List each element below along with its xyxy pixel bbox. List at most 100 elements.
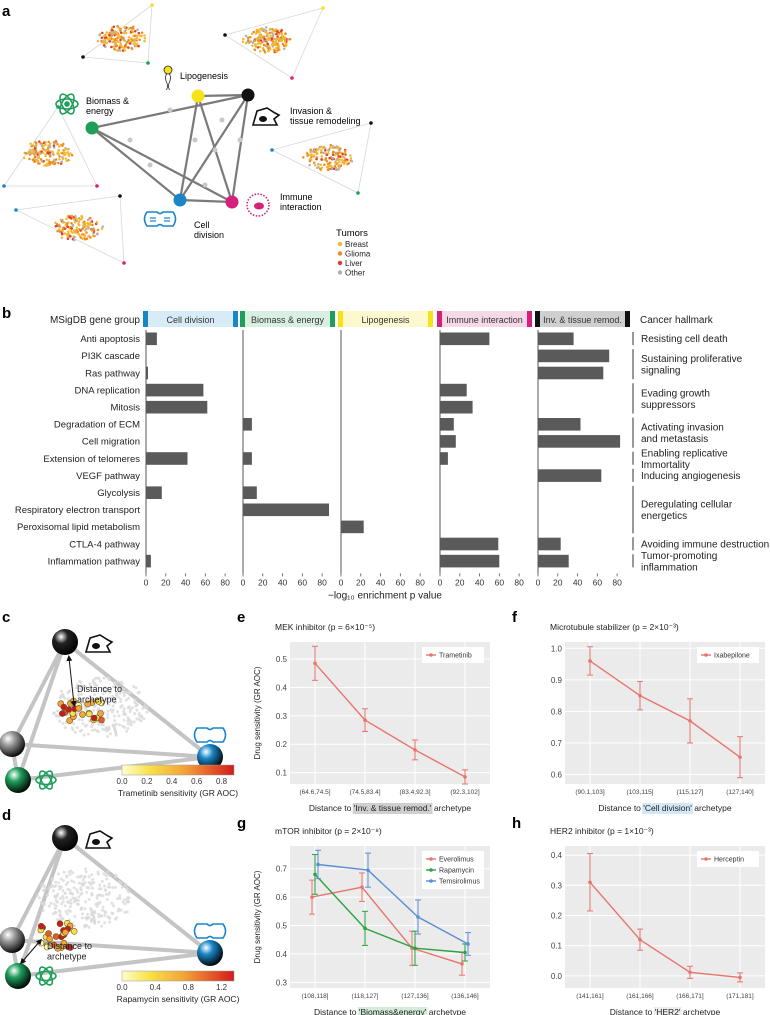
y-tick-label: 0.2 [276, 740, 288, 749]
tumor-point [35, 141, 38, 145]
tumor-point [313, 161, 316, 164]
x-axis-label-suffix: archetype [426, 1007, 466, 1015]
cell-line-point [96, 730, 100, 733]
cell-line-point [109, 732, 112, 736]
tumor-point [45, 158, 48, 161]
x-tick-label: 20 [553, 577, 563, 587]
tumor-point [75, 226, 79, 230]
tumor-point [112, 25, 116, 29]
lipogenesis-node [191, 89, 205, 103]
data-point [313, 661, 317, 666]
y-tick-label: 0.1 [276, 769, 288, 778]
tumor-point [48, 161, 52, 165]
cell-line-point [104, 699, 107, 703]
chart-legend: Herceptin [697, 851, 759, 867]
row-label: Mitosis [110, 402, 140, 413]
tumor-point [137, 31, 141, 35]
cell-line-point [118, 723, 122, 727]
cell-line-point [89, 883, 93, 887]
cell-line-point [119, 680, 123, 684]
tumor-point [112, 45, 116, 48]
sensitive-cell-line [56, 920, 64, 928]
cell-line-point [111, 708, 115, 712]
cell-line-point [90, 918, 94, 922]
cell-line-point [117, 714, 121, 718]
tumor-legend-title: Tumors [336, 228, 368, 239]
enrichment-bar [146, 383, 204, 397]
cell-line-point [88, 682, 92, 686]
tumor-point [74, 230, 77, 234]
cell-line-point [102, 872, 106, 876]
tumor-point [118, 46, 121, 50]
tumor-point [137, 44, 140, 48]
cell-line-point [114, 917, 117, 921]
cell-line-point [107, 725, 111, 729]
triangle-vertex [122, 261, 126, 265]
tumor-point [114, 30, 118, 33]
distance-arrow [66, 655, 77, 707]
cell-line-point [74, 896, 77, 900]
tumor-point [71, 231, 74, 234]
cell-line-point [65, 896, 68, 899]
tumor-point [60, 233, 64, 236]
cell-line-point [118, 894, 122, 898]
x-tick-label: 80 [220, 577, 230, 587]
enrichment-bar [538, 554, 569, 568]
sensitive-cell-line [54, 944, 62, 952]
hallmark-label-line: inflammation [641, 562, 698, 573]
cell-line-point [58, 885, 62, 888]
sensitive-cell-line [90, 714, 98, 722]
cell-line-point [110, 698, 114, 702]
tumor-point [343, 151, 347, 154]
tumor-point [275, 30, 279, 33]
legend-box [697, 851, 759, 867]
cell-line-point [74, 899, 78, 903]
tumor-point [332, 167, 336, 171]
tumor-point [338, 151, 342, 154]
enrichment-bar [440, 383, 467, 397]
dividing-cell-icon [193, 727, 227, 743]
row-label: Respiratory electron transport [15, 505, 140, 516]
cell-line-point [119, 700, 123, 704]
tumor-point [254, 32, 258, 35]
colorbar-tick: 0.4 [166, 777, 178, 786]
tumor-point [81, 233, 84, 236]
group-header-right-cap [527, 311, 532, 327]
tumor-point [333, 164, 337, 168]
tumor-point [133, 42, 137, 45]
legend-label-liver: Liver [345, 259, 363, 268]
sensitive-cell-line [79, 711, 86, 718]
panel-g-chart: mTOR inhibitor (p = 2×10⁻⁸)0.30.40.50.60… [253, 826, 490, 1015]
x-axis-label-prefix: Distance to [314, 1007, 359, 1015]
cell-line-point [102, 676, 106, 680]
tumor-point [246, 36, 250, 39]
cell-line-point [127, 696, 131, 700]
cell-line-point [103, 909, 107, 913]
cell-line-point [93, 676, 97, 680]
tumor-point [91, 234, 95, 238]
tumor-point [312, 148, 316, 151]
tumor-point [255, 28, 258, 32]
group-header-left-cap [338, 311, 343, 327]
cell-line-point [73, 730, 77, 734]
x-tick-label: (171,181] [726, 993, 754, 1000]
cell-line-point [119, 908, 123, 912]
tumor-point [58, 158, 61, 161]
cell-line-point [57, 881, 61, 885]
distance-annotation-line: archetype [47, 952, 87, 962]
tumor-point [61, 155, 64, 159]
x-axis-label: Distance to 'Cell division' archetype [598, 803, 731, 813]
tumor-point [70, 216, 73, 220]
triangle-vertex [146, 61, 150, 65]
y-tick-label: 0.3 [276, 712, 288, 721]
biomass-label-line2: energy [86, 106, 114, 116]
cell-line-point [82, 733, 86, 737]
invasive-cell-icon [251, 107, 281, 126]
cell-line-point [80, 718, 84, 722]
cell-line-point [87, 875, 91, 879]
tumor-point [37, 154, 41, 158]
legend-label: Rapamycin [439, 868, 474, 875]
x-tick-label: (74.5,83.4] [349, 789, 380, 796]
archetype-edge [63, 640, 212, 759]
tumor-point [285, 43, 288, 47]
